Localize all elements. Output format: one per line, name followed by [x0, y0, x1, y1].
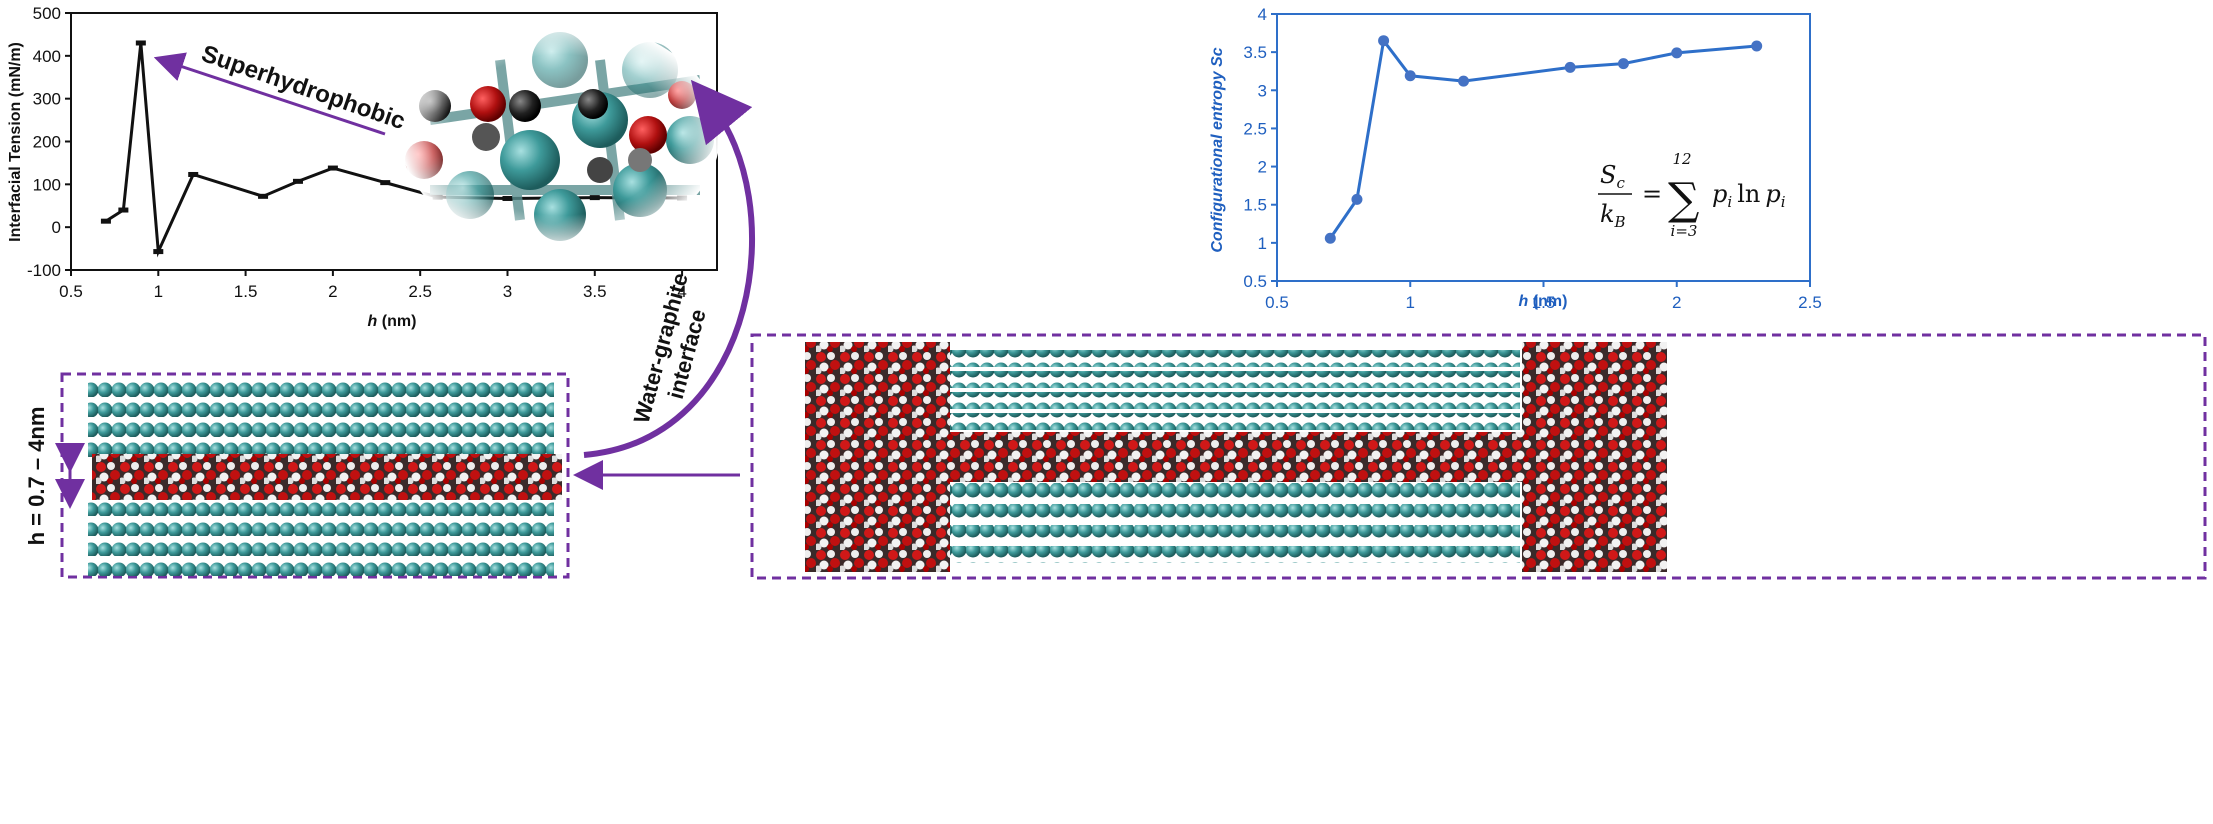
- x-tick-label: 3.5: [583, 282, 607, 301]
- y-tick-label: 0.5: [1243, 272, 1267, 291]
- confined-water-layer: [92, 454, 562, 500]
- y-tick-label: 400: [33, 47, 61, 66]
- y-tick-label: 4: [1258, 5, 1267, 24]
- y-tick-label: 2: [1258, 158, 1267, 177]
- x-tick-label: 4: [677, 282, 686, 301]
- left-water-reservoir: [805, 342, 950, 572]
- data-point: [1671, 47, 1683, 59]
- x-tick-label: 0.5: [1265, 293, 1289, 312]
- data-point: [135, 40, 146, 46]
- superhydrophobic-label: Superhydrophobic: [198, 40, 409, 135]
- x-tick-label: 2.5: [1798, 293, 1822, 312]
- data-point: [118, 207, 129, 213]
- data-point: [258, 193, 269, 199]
- y-tick-label: 0: [52, 218, 61, 237]
- formula-sigma: ∑: [1668, 174, 1699, 225]
- y-tick-label: 100: [33, 175, 61, 194]
- formula-numerator: Sc: [1600, 161, 1625, 192]
- data-point: [153, 249, 164, 255]
- x-tick-label: 3: [503, 282, 512, 301]
- h-range-label: h = 0.7 – 4nm: [24, 407, 49, 546]
- formula-lower: i=3: [1671, 222, 1698, 240]
- y-tick-label: 1: [1258, 234, 1267, 253]
- water-graphite-curved-arrow: [583, 79, 755, 458]
- x-tick-label: 1.5: [1532, 293, 1556, 312]
- x-tick-label: 2: [1672, 293, 1681, 312]
- y-tick-label: 3: [1258, 81, 1267, 100]
- right-water-reservoir: [1522, 342, 1667, 572]
- formula-equals: =: [1642, 180, 1662, 208]
- y-tick-label: 2.5: [1243, 119, 1267, 138]
- x-tick-label: 2: [328, 282, 337, 301]
- data-point: [1404, 70, 1416, 82]
- y-tick-label: 1.5: [1243, 196, 1267, 215]
- y-tick-label: 500: [33, 4, 61, 23]
- data-point: [1751, 40, 1763, 52]
- x-tick-label: 1.5: [234, 282, 258, 301]
- graphite-defect-molecule-image: [400, 20, 720, 250]
- x-axis-label: h (nm): [1519, 293, 1568, 310]
- formula-upper: 12: [1672, 150, 1691, 168]
- nanoslit-simulation-box: [60, 372, 570, 579]
- x-tick-label: 2.5: [408, 282, 432, 301]
- data-point: [1458, 75, 1470, 87]
- data-point: [327, 165, 338, 171]
- x-tick-label: 1: [154, 282, 163, 301]
- y-tick-label: 3.5: [1243, 43, 1267, 62]
- data-point: [380, 180, 391, 186]
- data-point: [1324, 232, 1336, 244]
- slit-water-layer: [950, 432, 1522, 482]
- data-point: [1617, 58, 1629, 70]
- y-tick-label: -100: [27, 261, 61, 280]
- configurational-entropy-chart: Configurational entropy Sc h (nm) 0.5 1 1.…: [1209, 5, 1822, 312]
- data-point: [1351, 193, 1363, 205]
- data-point: [292, 178, 303, 184]
- data-point: [1378, 35, 1390, 47]
- x-tick-label: 1: [1406, 293, 1415, 312]
- plot-frame: [1276, 13, 1811, 282]
- x-tick-label: 0.5: [59, 282, 83, 301]
- y-tick-label: 200: [33, 133, 61, 152]
- superhydrophobic-arrow: [153, 52, 386, 136]
- data-point: [1564, 61, 1576, 73]
- y-axis-label: Configurational entropy Sc: [1209, 47, 1226, 252]
- data-point: [188, 171, 199, 177]
- x-axis-label: h (nm): [368, 313, 417, 330]
- reservoir-simulation-box: [750, 333, 2207, 580]
- y-axis-label: Interfacial Tension (mN/m): [7, 42, 24, 242]
- formula-denominator: kB: [1600, 200, 1626, 231]
- data-point: [100, 218, 111, 224]
- y-tick-label: 300: [33, 90, 61, 109]
